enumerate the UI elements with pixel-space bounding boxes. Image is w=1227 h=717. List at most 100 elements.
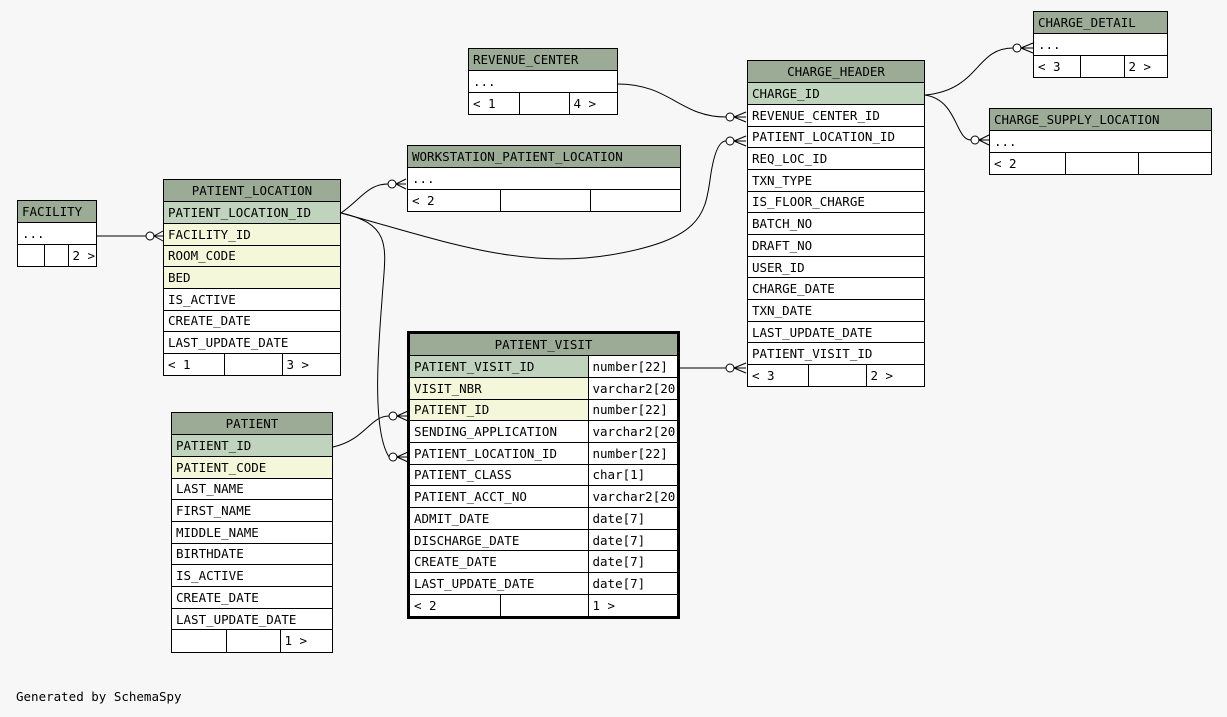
- table-title[interactable]: CHARGE_SUPPLY_LOCATION: [990, 109, 1211, 132]
- column-type: number[22]: [587, 355, 677, 378]
- foot-parents: < 1: [469, 91, 520, 115]
- column-row: ...: [990, 130, 1211, 153]
- table-charge-header[interactable]: CHARGE_HEADER CHARGE_ID REVENUE_CENTER_I…: [747, 60, 925, 388]
- foot-parents: [172, 629, 227, 652]
- foot-children: 1 >: [587, 593, 677, 616]
- table-title[interactable]: CHARGE_DETAIL: [1034, 12, 1167, 35]
- foot-count: [223, 353, 283, 376]
- column-row: TXN_DATE: [748, 299, 924, 322]
- column-row: ROOM_CODE: [164, 244, 340, 268]
- link-end-circle: [725, 112, 735, 122]
- foot-count: [499, 593, 589, 616]
- column-name: PATIENT_CLASS: [410, 463, 589, 487]
- crowfoot-icon: [733, 362, 747, 374]
- column-row: PATIENT_VISIT_ID: [748, 342, 924, 366]
- column-row: FACILITY_ID: [164, 222, 340, 246]
- column-row: USER_ID: [748, 255, 924, 279]
- link-end-circle: [725, 136, 735, 146]
- column-name: PATIENT_ID: [410, 398, 589, 422]
- column-name: SENDING_APPLICATION: [410, 420, 589, 443]
- foot-children: [589, 188, 680, 212]
- column-row: IS_FLOOR_CHARGE: [748, 190, 924, 214]
- crowfoot-icon: [395, 178, 407, 190]
- column-row: MIDDLE_NAME: [172, 520, 332, 544]
- table-charge-supply-location[interactable]: CHARGE_SUPPLY_LOCATION ... < 2: [989, 108, 1212, 176]
- foot-parents: < 2: [990, 151, 1066, 175]
- foot-children: 2 >: [67, 243, 96, 267]
- column-row: BIRTHDATE: [172, 542, 332, 566]
- column-row: ...: [408, 167, 680, 190]
- column-type: date[7]: [587, 550, 677, 574]
- column-row: LAST_UPDATE_DATE: [164, 331, 340, 354]
- column-row: REQ_LOC_ID: [748, 147, 924, 170]
- foot-parents: < 1: [164, 353, 225, 376]
- column-type: char[1]: [587, 463, 677, 487]
- column-row: PATIENT_LOCATION_ID: [748, 125, 924, 149]
- foot-children: 4 >: [568, 91, 617, 115]
- link-end-circle: [145, 231, 155, 241]
- column-name: LAST_UPDATE_DATE: [410, 572, 589, 595]
- foot-count: [1064, 151, 1139, 175]
- foot-children: 2 >: [865, 364, 924, 387]
- table-title[interactable]: REVENUE_CENTER: [469, 49, 617, 72]
- link-end-circle: [388, 411, 398, 421]
- column-row: BED: [164, 266, 340, 289]
- crowfoot-icon: [978, 134, 990, 146]
- foot-children: 3 >: [281, 353, 340, 376]
- foot-parents: < 2: [408, 188, 501, 212]
- table-title[interactable]: WORKSTATION_PATIENT_LOCATION: [408, 146, 680, 169]
- link-patient-location-workstation: [340, 183, 389, 214]
- table-title[interactable]: PATIENT_LOCATION: [164, 180, 340, 203]
- table-patient[interactable]: PATIENT PATIENT_ID PATIENT_CODE LAST_NAM…: [171, 412, 333, 653]
- link-revenue-center-charge-header: [617, 83, 727, 118]
- foot-children: 2 >: [1123, 54, 1167, 78]
- foot-count: [499, 188, 591, 212]
- table-facility[interactable]: FACILITY ... 2 >: [17, 200, 97, 268]
- column-row: LAST_UPDATE_DATE: [172, 607, 332, 631]
- link-end-circle: [970, 135, 980, 145]
- table-charge-detail[interactable]: CHARGE_DETAIL ... < 3 2 >: [1033, 11, 1168, 79]
- column-type: date[7]: [587, 507, 677, 530]
- column-type: date[7]: [587, 528, 677, 552]
- table-title[interactable]: PATIENT: [172, 413, 332, 436]
- column-name: PATIENT_VISIT_ID: [410, 355, 589, 378]
- foot-children: 1 >: [279, 629, 332, 652]
- column-row: PATIENT_LOCATION_ID: [164, 201, 340, 224]
- link-end-circle: [725, 363, 735, 373]
- column-row: IS_ACTIVE: [172, 564, 332, 587]
- foot-count: [518, 91, 570, 115]
- link-charge-header-charge-detail: [924, 47, 1014, 96]
- table-revenue-center[interactable]: REVENUE_CENTER ... < 1 4 >: [468, 48, 618, 116]
- crowfoot-icon: [153, 230, 164, 242]
- table-title[interactable]: CHARGE_HEADER: [748, 61, 924, 84]
- table-title[interactable]: PATIENT_VISIT: [410, 334, 677, 357]
- column-name: PATIENT_ACCT_NO: [410, 485, 589, 508]
- foot-children: [1137, 151, 1211, 175]
- foot-count: [225, 629, 281, 652]
- column-type: varchar2[20]: [587, 376, 677, 400]
- column-type: number[22]: [587, 398, 677, 422]
- column-name: ADMIT_DATE: [410, 507, 589, 530]
- column-name: DISCHARGE_DATE: [410, 528, 589, 552]
- column-name: VISIT_NBR: [410, 376, 589, 400]
- column-row: CHARGE_DATE: [748, 277, 924, 301]
- foot-parents: < 2: [410, 593, 501, 616]
- column-row: LAST_NAME: [172, 477, 332, 501]
- column-row: ...: [469, 70, 617, 93]
- table-workstation-patient-location[interactable]: WORKSTATION_PATIENT_LOCATION ... < 2: [407, 145, 681, 213]
- column-row: BATCH_NO: [748, 212, 924, 235]
- table-patient-location[interactable]: PATIENT_LOCATION PATIENT_LOCATION_ID FAC…: [163, 179, 341, 377]
- column-type: date[7]: [587, 572, 677, 595]
- column-row: TXN_TYPE: [748, 168, 924, 192]
- column-row: ...: [18, 222, 96, 245]
- link-patient-location-patient-visit: [340, 212, 390, 458]
- crowfoot-icon: [733, 135, 747, 147]
- column-row: ...: [1034, 33, 1167, 56]
- table-title[interactable]: FACILITY: [18, 201, 96, 224]
- foot-parents: < 3: [1034, 54, 1081, 78]
- crowfoot-icon: [1020, 42, 1034, 54]
- link-charge-header-supply-location: [924, 94, 972, 141]
- column-row: FIRST_NAME: [172, 499, 332, 522]
